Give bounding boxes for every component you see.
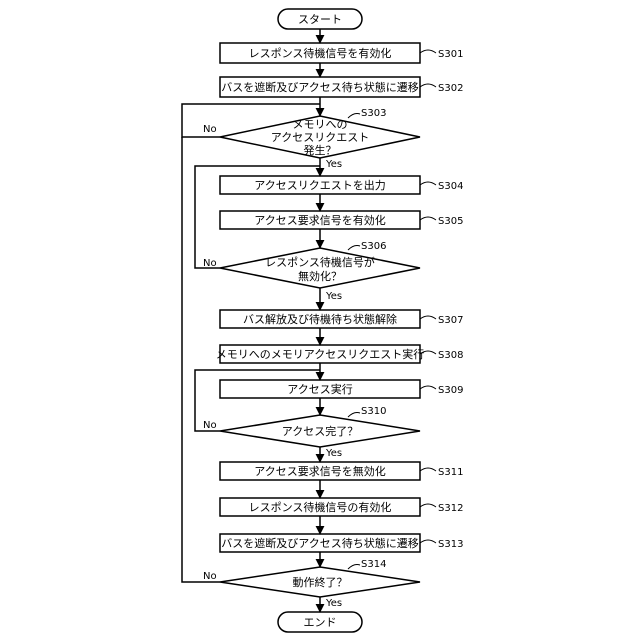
decision-s303-no: No	[203, 124, 217, 135]
step-s301-text: レスポンス待機信号を有効化	[249, 46, 392, 60]
decision-s314-no: No	[203, 571, 217, 582]
step-s305-id: S305	[438, 216, 463, 227]
decision-s310-line1: アクセス完了？	[282, 424, 358, 438]
decision-s306-yes: Yes	[325, 291, 342, 302]
step-s304-text: アクセスリクエストを出力	[254, 178, 385, 192]
step-s308-id: S308	[438, 350, 463, 361]
decision-s310-yes: Yes	[325, 448, 342, 459]
decision-s310-no: No	[203, 420, 217, 431]
step-s308-text: メモリへのメモリアクセスリクエスト実行	[216, 347, 424, 361]
step-s311-text: アクセス要求信号を無効化	[254, 464, 385, 478]
end-terminal-label: エンド	[304, 616, 337, 629]
step-s311-id: S311	[438, 467, 463, 478]
step-s309-id: S309	[438, 385, 463, 396]
step-s309-text: アクセス実行	[287, 382, 352, 396]
decision-s314-line1: 動作終了？	[293, 575, 348, 589]
step-s312-id: S312	[438, 503, 463, 514]
step-s301-id: S301	[438, 49, 463, 60]
step-s313-text: バスを遮断及びアクセス待ち状態に遷移	[221, 536, 418, 550]
step-s305-text: アクセス要求信号を有効化	[254, 213, 385, 227]
start-terminal-label: スタート	[298, 13, 342, 26]
step-s313-id: S313	[438, 539, 463, 550]
step-s312-text: レスポンス待機信号の有効化	[249, 500, 392, 514]
step-s302-text: バスを遮断及びアクセス待ち状態に遷移	[221, 80, 418, 94]
decision-s306-line1: レスポンス待機信号が	[265, 255, 375, 269]
decision-s303-line3: 発生？	[304, 143, 337, 157]
decision-s306-id: S306	[361, 241, 386, 252]
decision-s310-id: S310	[361, 406, 386, 417]
decision-s303-line2: アクセスリクエスト	[271, 131, 369, 144]
decision-s303-id: S303	[361, 108, 386, 119]
step-s307-id: S307	[438, 315, 463, 326]
decision-s314-yes: Yes	[325, 598, 342, 609]
step-s304-id: S304	[438, 181, 463, 192]
decision-s303-yes: Yes	[325, 159, 342, 170]
decision-s306-line2: 無効化？	[298, 269, 342, 283]
decision-s303-line1: メモリへの	[293, 118, 348, 131]
step-s307-text: バス解放及び待機待ち状態解除	[243, 312, 397, 326]
step-s302-id: S302	[438, 83, 463, 94]
decision-s314-id: S314	[361, 559, 386, 570]
